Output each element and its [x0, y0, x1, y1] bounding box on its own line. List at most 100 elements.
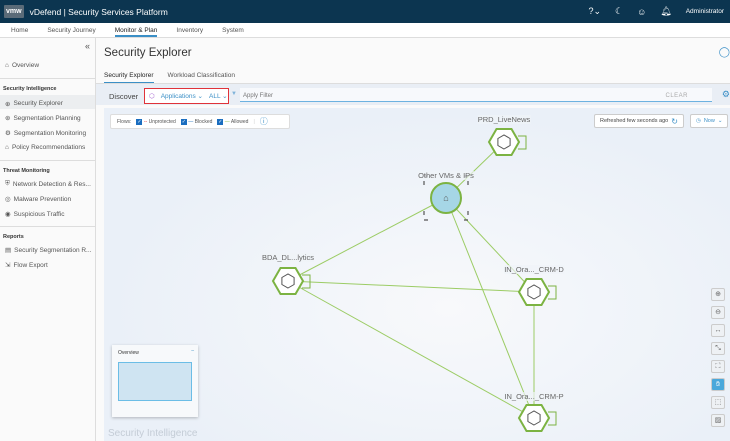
sidebar-item-segmentation-report[interactable]: ▤Security Segmentation R... [5, 246, 92, 255]
nav-security-journey[interactable]: Security Journey [47, 27, 96, 34]
nav-inventory[interactable]: Inventory [176, 27, 204, 34]
export-icon: ⇲ [5, 262, 11, 269]
fit-width-icon[interactable]: ↔ [711, 324, 725, 337]
zoom-in-icon[interactable]: ⊕ [711, 288, 725, 301]
app-title: vDefend | Security Services Platform [29, 6, 168, 17]
gear-icon[interactable]: ⚙ [721, 89, 730, 99]
application-node[interactable] [271, 267, 305, 295]
overview-title: Overview [118, 350, 139, 356]
fit-screen-icon[interactable]: ⛶ [711, 360, 725, 373]
application-node[interactable] [517, 404, 551, 432]
sidebar: « ⌂Overview Security Intelligence ⊕Secur… [0, 38, 96, 441]
sidebar-item-malware-prevention[interactable]: ◎Malware Prevention [5, 195, 72, 204]
help-icon[interactable]: ?⌄ [588, 6, 601, 16]
sidebar-item-overview[interactable]: ⌂Overview [5, 62, 39, 69]
clock-icon: ◷ [696, 118, 701, 124]
minimap-viewport[interactable] [118, 362, 192, 401]
collapse-arrows-icon[interactable]: ⤡ [711, 342, 725, 355]
flow-edge[interactable] [287, 280, 535, 293]
watermark: Security Intelligence [108, 428, 198, 439]
sidebar-item-label: Policy Recommendations [11, 144, 86, 151]
applications-icon: ⬡ [149, 93, 155, 100]
star-app-icon [527, 410, 541, 426]
self-loop-edge [548, 285, 557, 300]
selection-corner [423, 211, 428, 221]
node-label: IN_Ora..._CRM-D [504, 265, 564, 274]
help-circle-icon[interactable]: ◯ [718, 47, 730, 58]
filter-input[interactable]: Apply Filter CLEAR [240, 88, 712, 102]
collapse-icon[interactable]: « [84, 41, 90, 51]
refresh-button[interactable]: Refreshed few seconds ago↻ [594, 114, 684, 128]
scope-dropdown[interactable]: ALL ⌄ [209, 93, 228, 100]
sidebar-item-policy-recommendations[interactable]: ⌂Policy Recommendations [5, 144, 85, 151]
flow-edge[interactable] [445, 197, 535, 419]
sidebar-item-label: Overview [11, 62, 40, 69]
smiley-icon[interactable]: ☺ [637, 6, 647, 17]
divider [0, 78, 95, 79]
malware-icon: ◎ [5, 196, 11, 203]
nav-monitor-plan[interactable]: Monitor & Plan [114, 23, 158, 37]
zoom-out-icon[interactable]: ⊖ [711, 306, 725, 319]
sidebar-item-suspicious-traffic[interactable]: ◉Suspicious Traffic [5, 210, 65, 219]
section-heading: Security Intelligence [3, 86, 57, 92]
clear-button[interactable]: CLEAR [665, 93, 688, 99]
discover-label: Discover [109, 92, 139, 101]
sidebar-item-segmentation-planning[interactable]: ⊛Segmentation Planning [5, 114, 81, 123]
user-menu[interactable]: Administrator [685, 8, 724, 15]
graph-edges: ⌂ [271, 128, 557, 432]
bell-icon[interactable]: 🔔︎ [660, 6, 672, 16]
blocked-toggle[interactable]: ✓ — Blocked [180, 118, 213, 125]
star-app-icon [281, 273, 295, 289]
sidebar-item-label: Suspicious Traffic [13, 210, 65, 218]
divider [0, 226, 95, 227]
sidebar-item-security-explorer[interactable]: ⊕Security Explorer [0, 95, 95, 109]
sidebar-item-label: Security Explorer [13, 100, 63, 107]
other-vms-node[interactable] [430, 182, 462, 214]
sidebar-item-label: Security Segmentation R... [14, 246, 92, 254]
moon-icon[interactable]: ☾ [614, 6, 624, 16]
sidebar-item-ndr[interactable]: ⛨Network Detection & Res... [5, 180, 91, 188]
nav-home[interactable]: Home [11, 27, 29, 34]
self-loop-edge [518, 135, 527, 150]
tab-workload-classification[interactable]: Workload Classification [167, 72, 235, 79]
flow-edge[interactable] [287, 197, 447, 282]
report-icon: ▤ [5, 247, 12, 254]
application-node[interactable] [487, 128, 521, 156]
sidebar-item-flow-export[interactable]: ⇲Flow Export [5, 261, 48, 270]
flows-legend: Flows: ✓ -- Unprotected ✓ — Blocked ✓ — … [110, 114, 290, 129]
sidebar-item-label: Segmentation Monitoring [13, 129, 87, 137]
info-icon[interactable]: ⓘ [259, 117, 268, 126]
minimize-icon[interactable]: – [191, 348, 194, 354]
filter-icon[interactable]: ▼ [231, 91, 237, 97]
policy-icon: ⌂ [5, 144, 9, 151]
discover-selector: ⬡ Applications ⌄ ALL ⌄ [144, 88, 229, 104]
planning-icon: ⊛ [5, 115, 11, 122]
section-heading: Reports [3, 234, 24, 240]
hexagon-icon [527, 284, 541, 300]
application-node[interactable] [517, 278, 551, 306]
flow-edge[interactable] [287, 280, 535, 419]
self-loop-edge [548, 411, 557, 426]
type-dropdown[interactable]: Applications ⌄ [160, 93, 204, 100]
sidebar-item-segmentation-monitoring[interactable]: ⚙Segmentation Monitoring [5, 129, 87, 138]
sidebar-item-label: Malware Prevention [13, 195, 72, 203]
graph-canvas[interactable]: ⌂ Flows: ✓ -- Unprotected ✓ — Blocked ✓ … [104, 108, 730, 441]
node-label: BDA_DL...lytics [261, 253, 315, 262]
allowed-toggle[interactable]: ✓ — Allowed [217, 118, 249, 125]
node-label: IN_Ora..._CRM-P [504, 392, 564, 401]
time-dropdown[interactable]: ◷Now ⌄ [690, 114, 729, 128]
image-export-icon[interactable]: ▨ [711, 414, 725, 427]
traffic-icon: ◉ [5, 211, 11, 218]
overview-icon: ⌂ [5, 62, 9, 69]
vmw-logo: vmw [4, 5, 24, 18]
globe-icon: ⊕ [5, 100, 11, 108]
nav-system[interactable]: System [222, 27, 244, 34]
overview-minimap[interactable]: Overview – [112, 345, 198, 417]
unprotected-toggle[interactable]: ✓ -- Unprotected [136, 118, 176, 125]
monitoring-icon: ⚙ [5, 130, 11, 137]
flows-label: Flows: [117, 118, 132, 125]
select-icon[interactable]: ⬚ [711, 396, 725, 409]
pan-hand-icon[interactable]: ✋︎ [711, 378, 725, 391]
node-label: Other VMs & IPs [418, 171, 474, 180]
flow-edge[interactable] [445, 197, 535, 293]
